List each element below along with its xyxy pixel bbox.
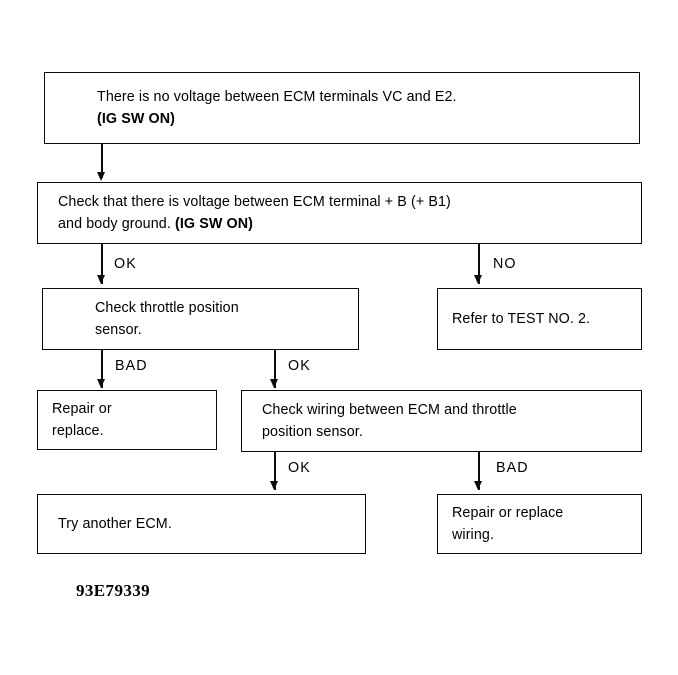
node-check-b-voltage-line2-bold: (IG SW ON) (174, 216, 254, 232)
figure-id-label: 93E79339 (76, 581, 151, 600)
node-symptom-line2: (IG SW ON) (97, 111, 176, 127)
connector-ok-to-check-tps (101, 244, 103, 284)
node-check-throttle-position-sensor: Check throttle position sensor. (42, 288, 359, 350)
branch-label-ok-3: OK (288, 460, 311, 476)
node-symptom: There is no voltage between ECM terminal… (44, 72, 640, 144)
node-check-b-voltage-line1: Check that there is voltage between ECM … (58, 193, 451, 210)
node-refer-to-test-no-2: Refer to TEST NO. 2. (437, 288, 642, 350)
branch-label-ok-2: OK (288, 358, 311, 374)
node-refer-test2-line1: Refer to TEST NO. 2. (452, 310, 591, 327)
node-repair-replace-line2: replace. (52, 423, 104, 439)
node-check-b-voltage-line2: and body ground. (IG SW ON) (58, 213, 641, 235)
arrowhead-no-to-refer-test2 (474, 275, 482, 284)
connector-no-to-refer-test2 (478, 244, 480, 284)
branch-label-ok-1: OK (114, 256, 137, 272)
arrowhead-bad-to-repair-replace (97, 379, 105, 388)
connector-ok-to-try-another-ecm (274, 452, 276, 490)
node-check-b-voltage-line2-text: and body ground. (58, 216, 175, 232)
connector-bad-to-repair-replace (101, 350, 103, 388)
node-check-tps-line2: sensor. (95, 322, 142, 338)
arrowhead-symptom-to-check-b-voltage (97, 172, 105, 181)
node-check-wiring-line2: position sensor. (262, 424, 363, 440)
arrowhead-ok-to-try-another-ecm (270, 481, 278, 490)
node-check-tps-line1: Check throttle position (95, 299, 239, 316)
node-try-another-ecm: Try another ECM. (37, 494, 366, 554)
node-check-wiring: Check wiring between ECM and throttle po… (241, 390, 642, 452)
node-repair-replace-line1: Repair or (52, 400, 112, 417)
arrowhead-bad-to-repair-wiring (474, 481, 482, 490)
node-repair-wiring-line1: Repair or replace (452, 504, 564, 521)
arrowhead-ok-to-check-tps (97, 275, 105, 284)
node-symptom-line1: There is no voltage between ECM terminal… (97, 88, 457, 105)
node-repair-or-replace: Repair or replace. (37, 390, 217, 450)
branch-label-bad-2: BAD (496, 460, 529, 476)
branch-label-bad-1: BAD (115, 358, 148, 374)
connector-ok-to-check-wiring (274, 350, 276, 388)
connector-bad-to-repair-wiring (478, 452, 480, 490)
node-repair-or-replace-wiring: Repair or replace wiring. (437, 494, 642, 554)
connector-symptom-to-check-b-voltage (101, 144, 103, 178)
node-repair-wiring-line2: wiring. (452, 527, 495, 543)
node-check-wiring-line1: Check wiring between ECM and throttle (262, 401, 517, 418)
node-check-b-voltage: Check that there is voltage between ECM … (37, 182, 642, 244)
arrowhead-ok-to-check-wiring (270, 379, 278, 388)
branch-label-no-1: NO (493, 256, 517, 272)
node-try-another-ecm-line1: Try another ECM. (58, 515, 172, 532)
